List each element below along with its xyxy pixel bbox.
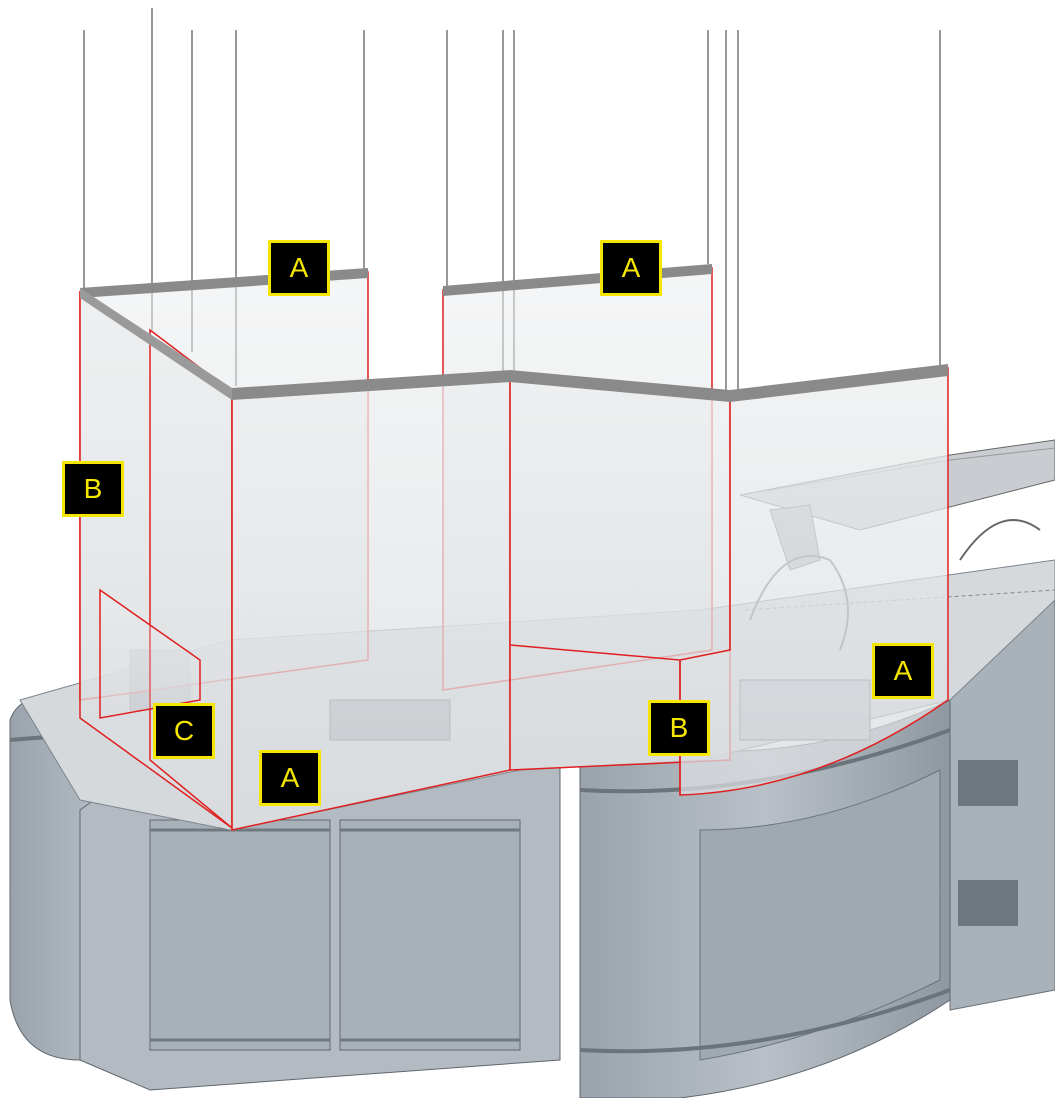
callout-text: A	[280, 762, 300, 793]
callout-c: C	[153, 703, 215, 759]
callout-b-left: B	[62, 461, 124, 517]
callout-text: A	[621, 252, 641, 283]
counter-body	[9, 599, 1055, 1098]
callout-text: B	[83, 473, 103, 504]
callout-text: A	[893, 655, 913, 686]
hanging-cables	[83, 8, 941, 390]
callout-a-bottom-center: A	[259, 750, 321, 806]
callout-a-top-left: A	[268, 240, 330, 296]
callout-a-top-right: A	[600, 240, 662, 296]
callout-b-right: B	[648, 700, 710, 756]
callout-text: B	[669, 712, 689, 743]
callout-text: A	[289, 252, 309, 283]
callout-text: C	[173, 715, 195, 746]
callout-a-right: A	[872, 643, 934, 699]
